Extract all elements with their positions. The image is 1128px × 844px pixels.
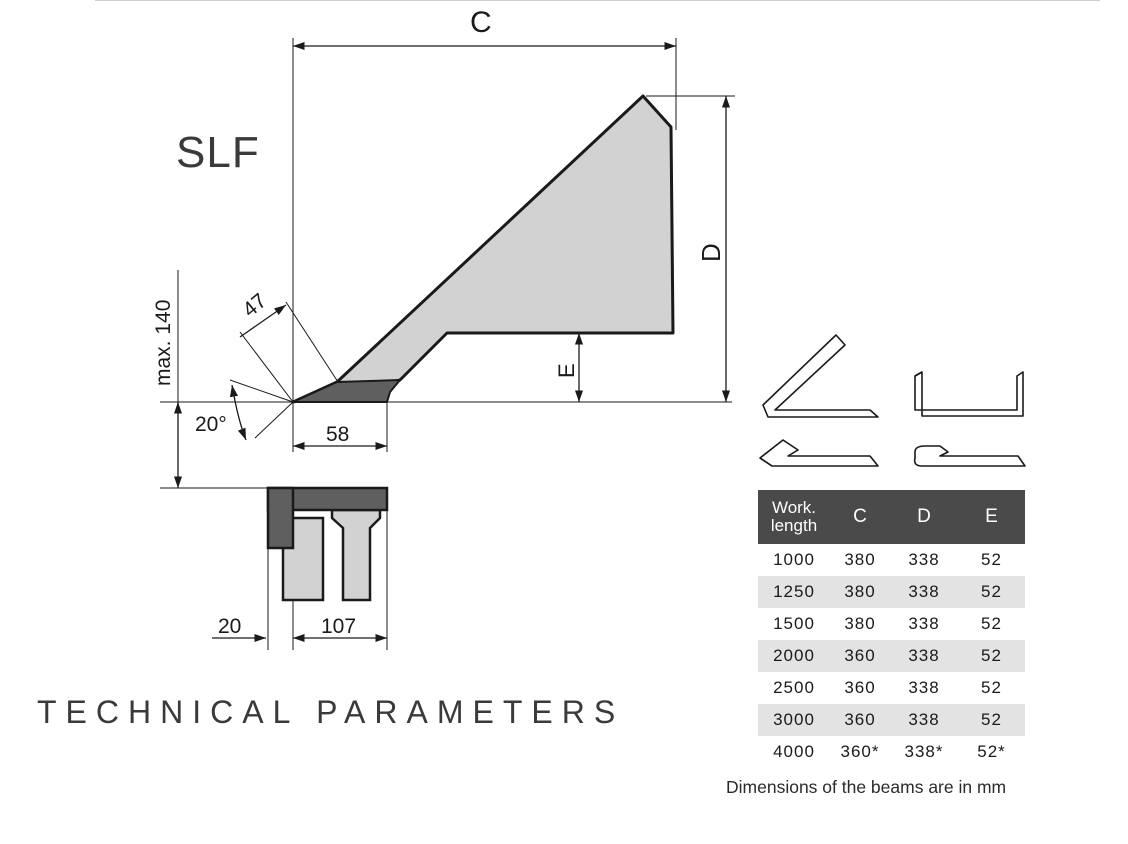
table-row: 2000 360 338 52 [758,640,1025,672]
punch-profile [291,94,675,404]
cell-e: 52 [981,678,1002,697]
cell-c: 380 [830,576,890,608]
cell-c: 360 [830,640,890,672]
cell-length: 2000 [758,640,830,672]
cell-e: 52 [958,576,1025,608]
cell-d: 338* [904,742,944,761]
dim-20-label: 20 [218,615,241,638]
cell-length: 2500 [773,678,815,697]
dim-angle-label: 20° [195,413,227,436]
header-c: C [830,490,890,544]
cell-length: 3000 [758,704,830,736]
dim-58-label: 58 [326,423,349,446]
cell-c: 360* [840,742,880,761]
cell-c: 380 [844,614,876,633]
table-row: 1500 380 338 52 [758,608,1025,640]
parameters-table: Work. length C D E 1000 380 338 52 1250 … [758,490,1025,768]
product-name: SLF [176,128,260,177]
cell-e: 52* [977,742,1006,761]
cell-length: 1250 [758,576,830,608]
dim-47-label: 47 [238,289,271,322]
header-e: E [958,490,1025,544]
header-work-length: Work. length [758,490,830,544]
cell-d: 338 [908,614,940,633]
cell-c: 360 [830,704,890,736]
section-title: TECHNICAL PARAMETERS [37,694,625,730]
table-row: 1250 380 338 52 [758,576,1025,608]
dim-47-line [239,304,287,338]
cell-c: 360 [844,678,876,697]
cell-d: 338 [890,640,958,672]
cell-d: 338 [890,704,958,736]
bend-shape-icon-hem [759,439,879,467]
cell-length: 1500 [773,614,815,633]
dim-107-label: 107 [321,615,356,638]
table-header-row: Work. length C D E [758,490,1025,544]
table-row: 1000 380 338 52 [758,544,1025,576]
punch-tip [292,379,401,403]
table-row: 4000 360* 338* 52* [758,736,1025,768]
cell-e: 52 [981,550,1002,569]
cell-d: 338 [908,550,940,569]
cell-e: 52 [958,704,1025,736]
table-row: 3000 360 338 52 [758,704,1025,736]
header-d: D [890,490,958,544]
units-note: Dimensions of the beams are in mm [726,777,1007,797]
cell-d: 338 [908,678,940,697]
cell-d: 338 [890,576,958,608]
dimension-lines [173,41,731,643]
cell-e: 52 [981,614,1002,633]
dim-angle-arc [229,384,247,441]
dim-d-label: D [696,243,726,262]
cell-length: 4000 [773,742,815,761]
dim-c-label: C [470,6,492,39]
bend-shape-icon-flat-hem [913,445,1026,467]
dim-max140-label: max. 140 [152,300,175,386]
cell-e: 52 [958,640,1025,672]
bend-shape-icon-channel [914,371,1024,417]
cell-c: 380 [844,550,876,569]
cell-length: 1000 [773,550,815,569]
top-rule [95,0,1100,1]
dim-e-label: E [554,363,579,378]
bend-shape-icon-angle [762,334,879,418]
tang-section [266,486,389,602]
table-row: 2500 360 338 52 [758,672,1025,704]
